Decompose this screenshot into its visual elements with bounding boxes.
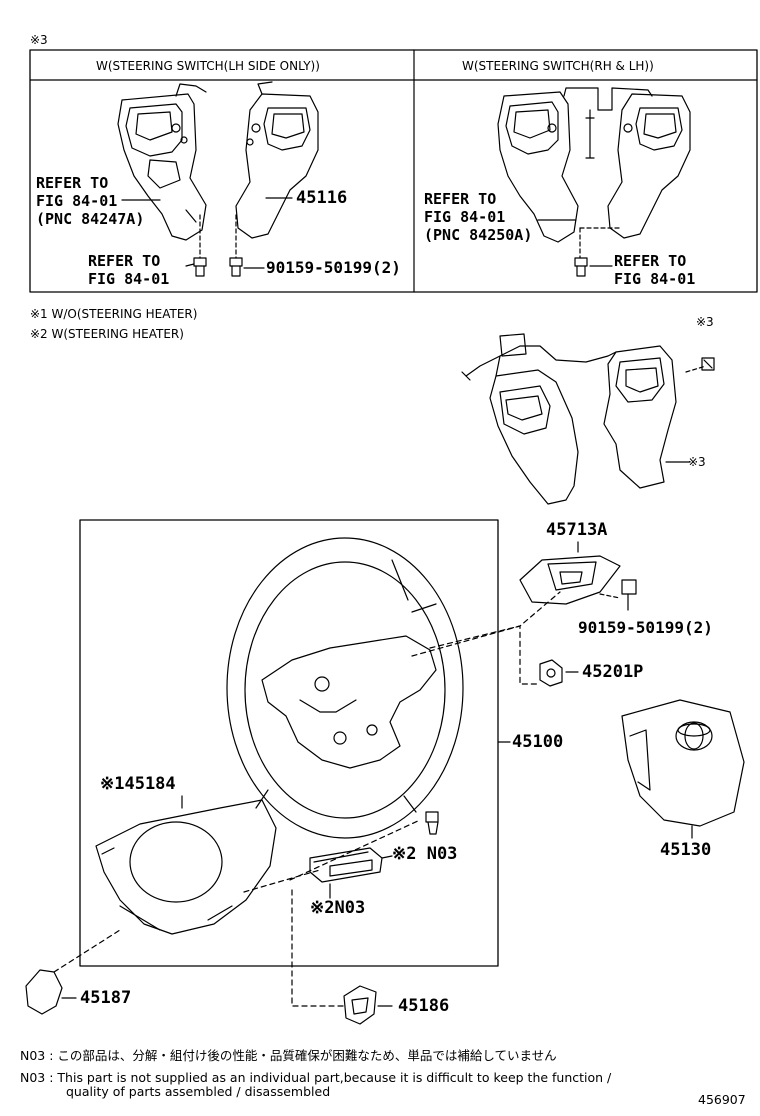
part-number-45184: ※145184 [100, 774, 176, 794]
note-english-line1: N03 : This part is not supplied as an in… [20, 1070, 612, 1085]
harness-wire-right-box [563, 87, 653, 111]
rhlh-switch-bezel-right [607, 93, 691, 239]
legend-mark1: ※1 W/O(STEERING HEATER) [30, 307, 198, 321]
part-number-N03-a: ※2 N03 [392, 844, 458, 864]
lower-cover-45184 [95, 799, 277, 935]
part-number-bolt-main: 90159-50199(2) [578, 618, 713, 637]
cap-45187 [25, 969, 63, 1015]
screw-icon-right [229, 257, 243, 277]
box-left-header: W(STEERING SWITCH(LH SIDE ONLY)) [96, 59, 320, 73]
part-number-bolt-box: 90159-50199(2) [266, 258, 401, 277]
part-number-45187: 45187 [80, 988, 132, 1008]
leader-refer-left-bottom [185, 263, 195, 267]
refer-right-bottom-line2: FIG 84-01 [614, 270, 696, 288]
refer-left-bottom-line1: REFER TO [88, 252, 161, 270]
screw-icon-left [193, 257, 207, 277]
refer-right-line3: (PNC 84250A) [424, 226, 533, 244]
steering-wheel [226, 537, 464, 839]
airbag-pad-45130 [621, 699, 745, 827]
harness-branch [585, 109, 595, 159]
heater-module-N03 [309, 847, 383, 883]
screw-axis-3 [685, 365, 707, 373]
screw-icon-3 [701, 357, 715, 371]
assembly-axis-45187 [53, 929, 121, 973]
nut-45201P [539, 659, 563, 687]
part-number-45201P: 45201P [582, 662, 644, 682]
bracket-45713A [519, 555, 621, 605]
legend-mark2: ※2 W(STEERING HEATER) [30, 327, 184, 341]
part-number-45130: 45130 [660, 840, 712, 860]
diagram-id: 456907 [698, 1092, 746, 1107]
assembly-axis-n03 [243, 819, 421, 893]
part-number-N03-b: ※2N03 [310, 898, 366, 918]
rhlh-switch-bezel-left [497, 91, 579, 243]
refer-right-bottom-line1: REFER TO [614, 252, 687, 270]
part-number-45713A: 45713A [546, 520, 608, 540]
refer-left-line1: REFER TO [36, 174, 109, 192]
assembly-axis-nut [429, 625, 541, 685]
refer-right-line2: FIG 84-01 [424, 208, 506, 226]
box-right-header: W(STEERING SWITCH(RH & LH)) [462, 59, 654, 73]
part-number-45186: 45186 [398, 996, 450, 1016]
part-number-45100: 45100 [512, 732, 564, 752]
refer-left-line2: FIG 84-01 [36, 192, 118, 210]
steering-wheel-frame [79, 519, 499, 967]
lh-switch-bezel-left [117, 83, 207, 241]
mark3-label-screw: ※3 [696, 315, 714, 329]
switch-assembly-exploded [461, 333, 677, 505]
screw-icon-N03 [425, 811, 439, 835]
part-number-45116: 45116 [296, 188, 348, 208]
refer-left-bottom-line2: FIG 84-01 [88, 270, 170, 288]
bolt-icon-main [621, 579, 637, 611]
refer-right-line1: REFER TO [424, 190, 497, 208]
screw-icon-rh [574, 257, 588, 277]
mark3-label-bezel: ※3 [688, 455, 706, 469]
lh-switch-bezel-right [235, 81, 319, 239]
note-japanese: N03 : この部品は、分解・組付け後の性能・品質確保が困難なため、単品では補給… [20, 1048, 557, 1063]
switch-variants-frame [29, 49, 758, 293]
note-english-line2: quality of parts assembled / disassemble… [66, 1084, 331, 1099]
leader-N03-a [381, 855, 393, 859]
emblem-45186 [343, 985, 377, 1025]
mark3-top-label: ※3 [30, 33, 48, 47]
refer-left-line3: (PNC 84247A) [36, 210, 145, 228]
assembly-axis-45186 [291, 889, 345, 1007]
bolt-axis-main [599, 593, 621, 599]
